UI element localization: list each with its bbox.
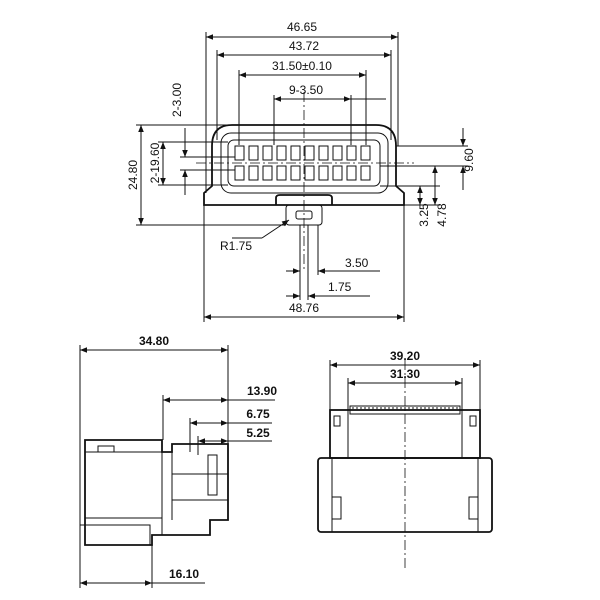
dim-text-side-step-a: 6.75 [246,407,270,421]
dim-text-overall-width: 46.65 [287,20,317,34]
front-pin-row-top [234,145,371,161]
dim-text-row-offset: 9.60 [462,148,476,172]
dim-text-side-latch-length: 13.90 [247,384,277,398]
dim-text-latch-width: 1.75 [328,280,352,294]
dim-text-top-inner: 31.30 [390,367,420,381]
front-pin-row-bottom [234,165,371,181]
dim-text-latch-height-a: 3.25 [417,203,431,227]
top-view: 39.20 31.30 [317,349,493,570]
dim-text-overall-height: 24.80 [126,160,140,190]
dim-text-side-step-b: 5.25 [246,426,270,440]
dim-text-row-pitch-small: 2-3.00 [170,83,184,117]
dim-text-row-height: 2-19.60 [148,142,162,183]
side-view: 34.80 13.90 6.75 5.25 16.10 [79,334,277,588]
side-cable-stub [80,524,151,545]
dim-text-top-width: 39.20 [390,349,420,363]
dim-text-pin-span: 31.50±0.10 [272,59,332,73]
dim-text-latch-height-b: 4.78 [435,203,449,227]
dim-text-radius: R1.75 [220,239,252,253]
dim-text-side-base: 16.10 [169,567,199,581]
dim-text-latch-offset: 3.50 [345,256,369,270]
dim-text-side-length: 34.80 [139,334,169,348]
side-latch [207,454,218,496]
dim-text-pin-pitch: 9-3.50 [289,83,323,97]
side-housing-outline [84,439,229,546]
front-view: 46.65 43.72 31.50±0.10 9-3.50 2-3.00 24.… [126,20,476,322]
dim-text-base-width: 48.76 [289,301,319,315]
dim-text-inner-width: 43.72 [289,39,319,53]
